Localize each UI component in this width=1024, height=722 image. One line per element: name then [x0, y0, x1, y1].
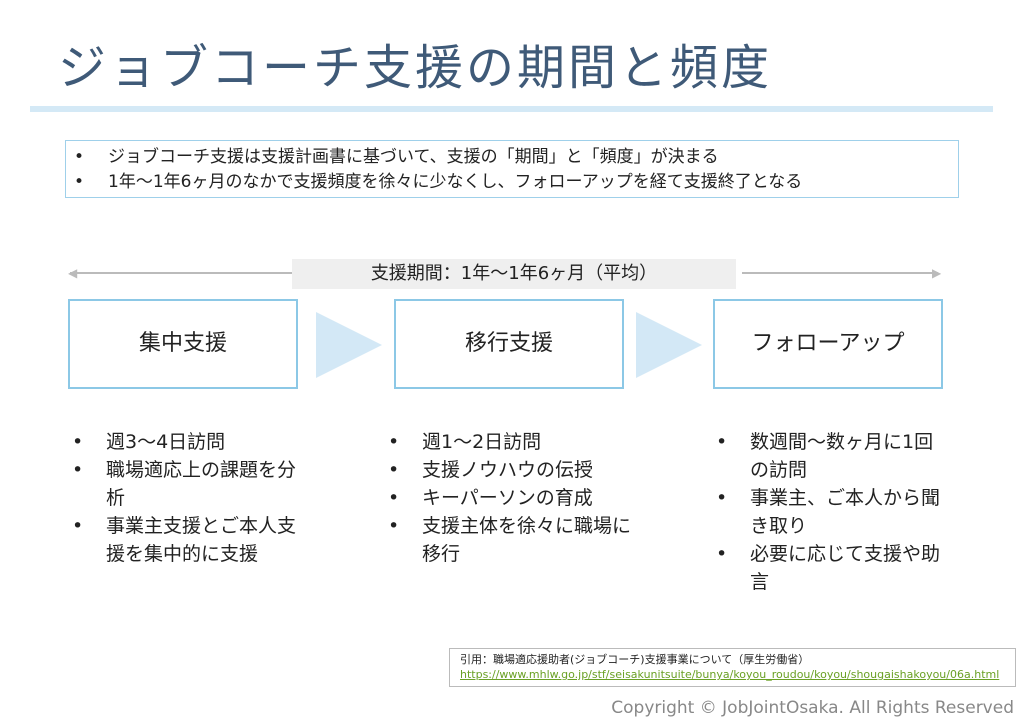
phase-intensive: 集中支援 [68, 299, 298, 389]
list-item: •事業主支援とご本人支援を集中的に支援 [72, 512, 302, 568]
bullet: • [74, 147, 85, 167]
list-item: •週3〜4日訪問 [72, 428, 302, 456]
phase-followup-list: •数週間〜数ヶ月に1回の訪問 •事業主、ご本人から聞き取り •必要に応じて支援や… [716, 428, 946, 596]
item-text: キーパーソンの育成 [422, 487, 593, 509]
list-item: •職場適応上の課題を分析 [72, 456, 302, 512]
right-arrowhead-icon: ▶ [932, 266, 942, 280]
phase-transition: 移行支援 [394, 299, 624, 389]
list-item: •必要に応じて支援や助言 [716, 540, 946, 596]
page-title: ジョブコーチ支援の期間と頻度 [58, 40, 773, 96]
copyright: Copyright © JobJointOsaka. All Rights Re… [611, 698, 1014, 718]
period-label: 支援期間：1年〜1年6ヶ月（平均） [292, 259, 736, 289]
item-text: 職場適応上の課題を分析 [106, 459, 297, 509]
phase-followup: フォローアップ [713, 299, 943, 389]
item-text: 支援ノウハウの伝授 [422, 459, 594, 481]
title-divider [30, 106, 993, 112]
item-text: 支援主体を徐々に職場に移行 [422, 515, 632, 565]
summary-item: • 1年〜1年6ヶ月のなかで支援頻度を徐々に少なくし、フォローアップを経て支援終了… [74, 170, 958, 195]
left-arrow-line [70, 272, 292, 274]
citation-link[interactable]: https://www.mhlw.go.jp/stf/seisakunitsui… [460, 668, 1000, 681]
summary-item: • ジョブコーチ支援は支援計画書に基づいて、支援の「期間」と「頻度」が決まる [74, 145, 958, 170]
list-item: •キーパーソンの育成 [388, 484, 638, 512]
bullet: • [74, 172, 85, 192]
item-text: 事業主支援とご本人支援を集中的に支援 [106, 515, 297, 565]
list-item: •支援主体を徐々に職場に移行 [388, 512, 638, 568]
item-text: 事業主、ご本人から聞き取り [750, 487, 941, 537]
item-text: 週3〜4日訪問 [106, 431, 226, 453]
phase-intensive-list: •週3〜4日訪問 •職場適応上の課題を分析 •事業主支援とご本人支援を集中的に支… [72, 428, 302, 568]
summary-text: ジョブコーチ支援は支援計画書に基づいて、支援の「期間」と「頻度」が決まる [108, 147, 719, 167]
phase-transition-list: •週1〜2日訪問 •支援ノウハウの伝授 •キーパーソンの育成 •支援主体を徐々に… [388, 428, 638, 568]
item-text: 週1〜2日訪問 [422, 431, 542, 453]
list-item: •事業主、ご本人から聞き取り [716, 484, 946, 540]
list-item: •支援ノウハウの伝授 [388, 456, 638, 484]
chevron-right-icon [636, 312, 702, 378]
list-item: •週1〜2日訪問 [388, 428, 638, 456]
item-text: 必要に応じて支援や助言 [750, 543, 941, 593]
chevron-right-icon [316, 312, 382, 378]
citation-text: 引用：職場適応援助者(ジョブコーチ)支援事業について（厚生労働省） [460, 653, 810, 666]
left-arrowhead-icon: ◀ [68, 266, 78, 280]
list-item: •数週間〜数ヶ月に1回の訪問 [716, 428, 946, 484]
summary-box: • ジョブコーチ支援は支援計画書に基づいて、支援の「期間」と「頻度」が決まる • 1… [65, 140, 959, 198]
right-arrow-line [742, 272, 938, 274]
item-text: 数週間〜数ヶ月に1回の訪問 [750, 431, 934, 481]
summary-text: 1年〜1年6ヶ月のなかで支援頻度を徐々に少なくし、フォローアップを経て支援終了と… [108, 172, 803, 192]
citation-box: 引用：職場適応援助者(ジョブコーチ)支援事業について（厚生労働省） https:… [449, 648, 1016, 687]
